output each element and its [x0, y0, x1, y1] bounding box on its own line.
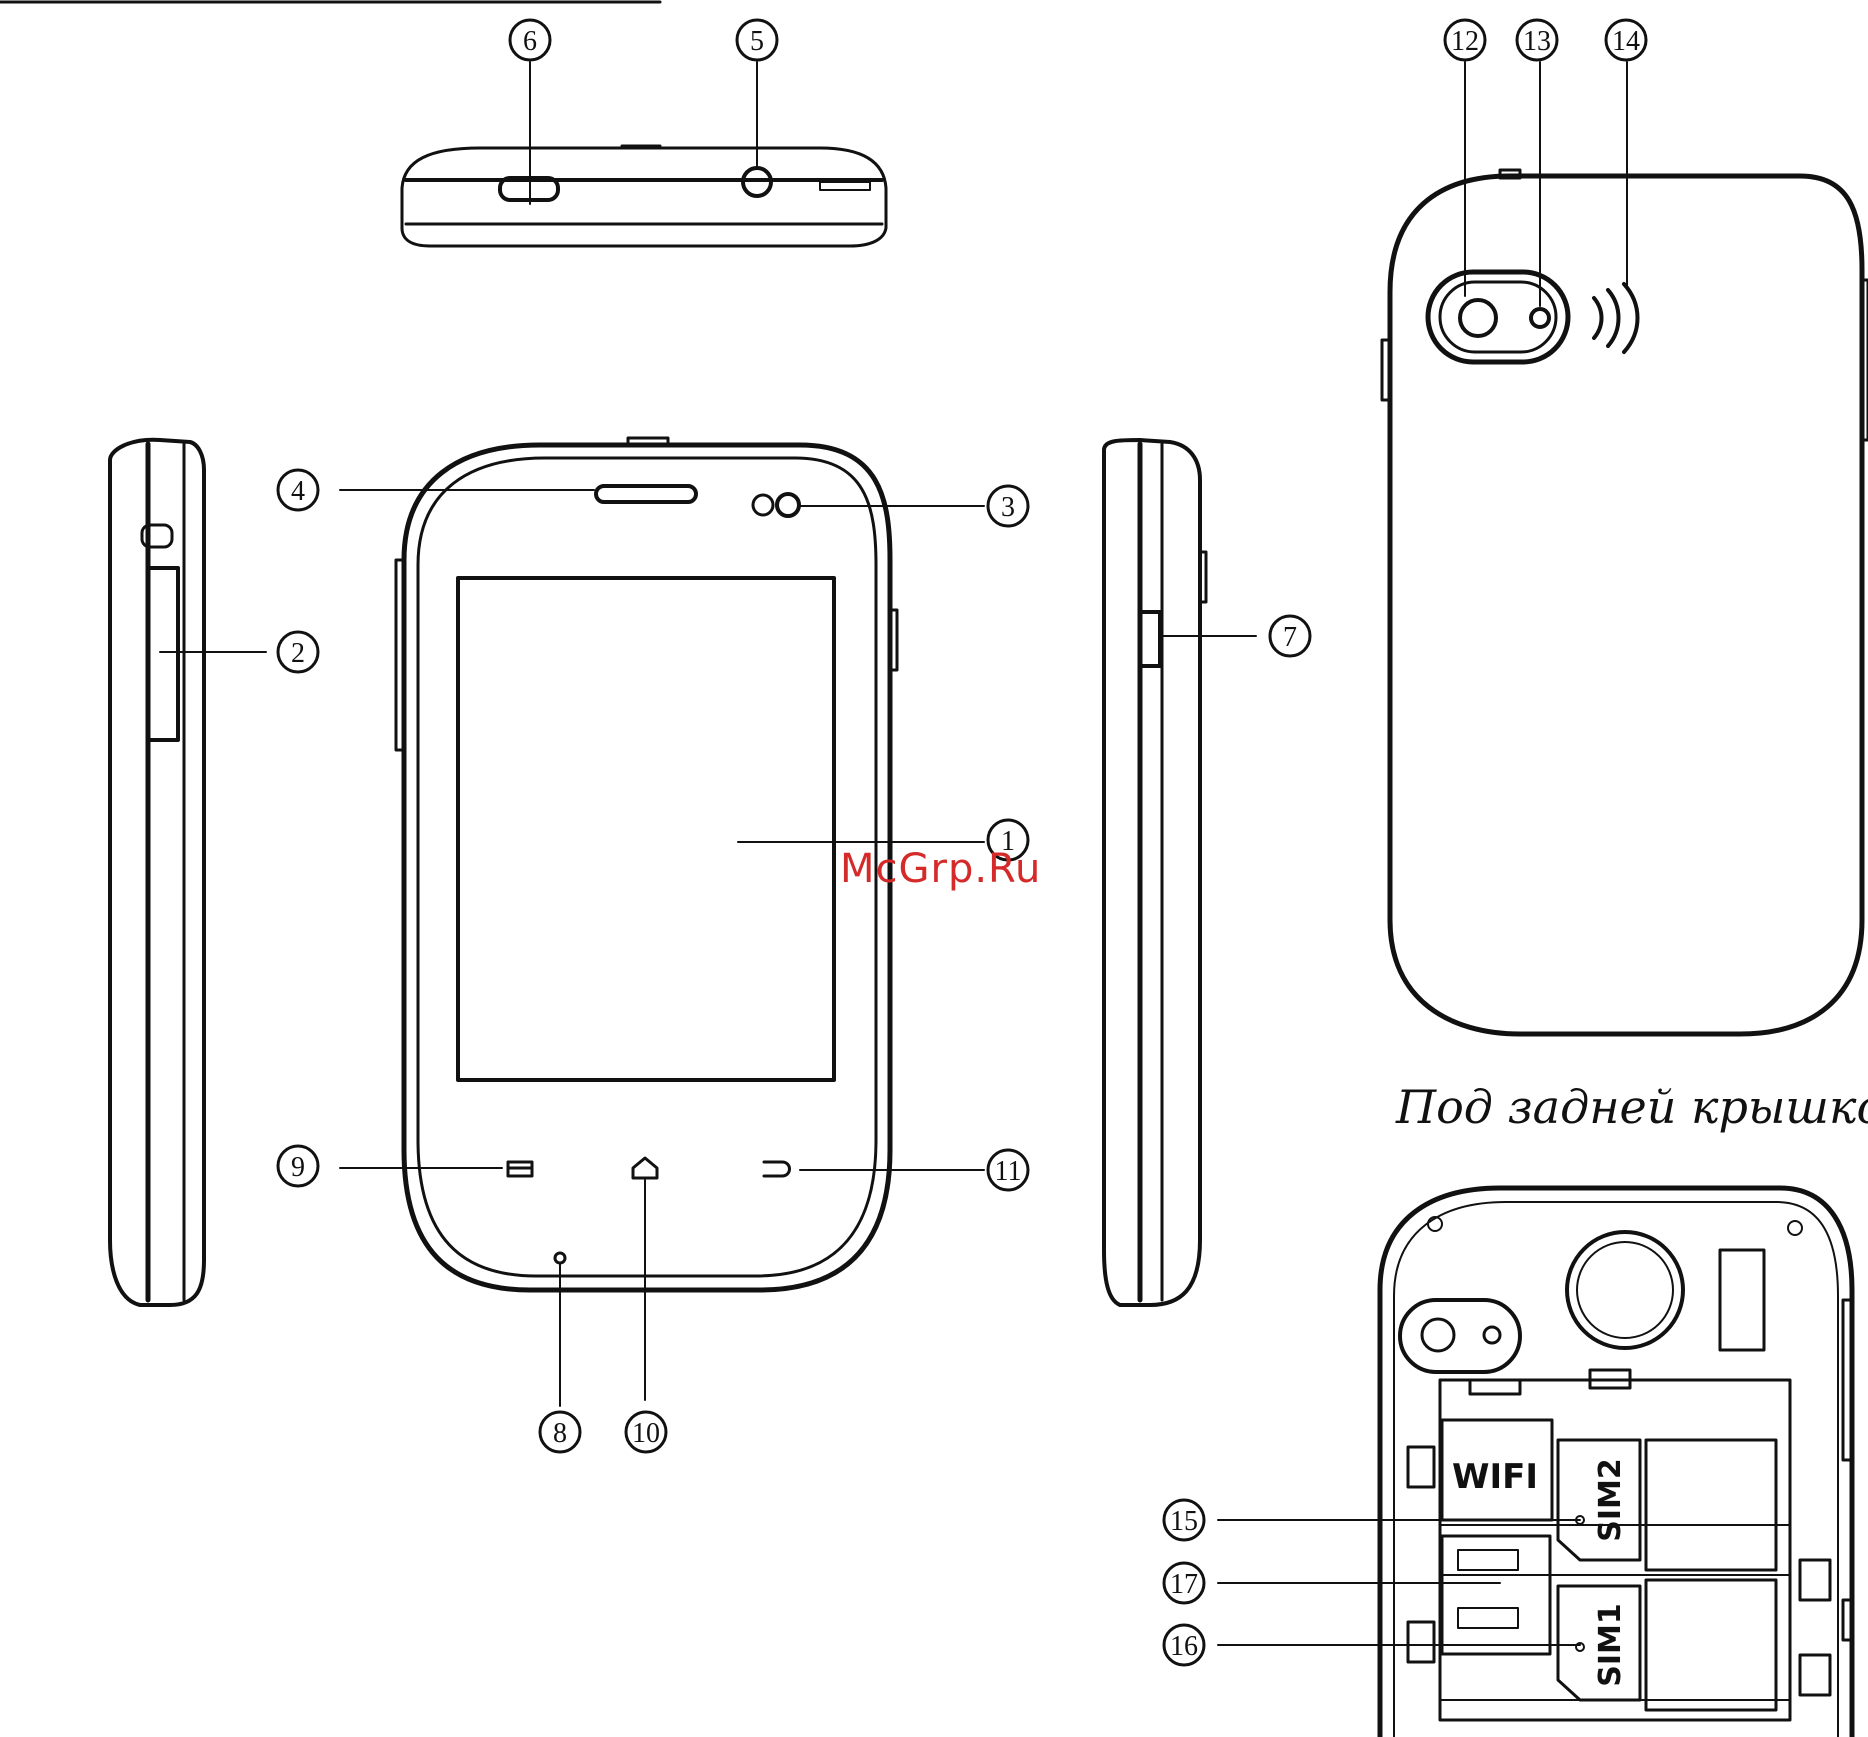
back-key-icon: [764, 1162, 790, 1176]
callout-6: 6: [510, 20, 550, 60]
callout-11: 11: [988, 1150, 1028, 1190]
svg-text:3: 3: [1001, 492, 1015, 523]
phone-front-view: [396, 438, 897, 1290]
phone-inside-view: WIFI SIM2 SIM1: [1380, 1188, 1853, 1737]
callout-16: 16: [1164, 1625, 1204, 1665]
rear-camera-icon: [1460, 300, 1496, 336]
svg-text:11: 11: [995, 1156, 1022, 1187]
sim1-label: SIM1: [1593, 1603, 1628, 1687]
svg-text:10: 10: [632, 1418, 660, 1449]
svg-text:7: 7: [1283, 622, 1297, 653]
svg-text:6: 6: [523, 26, 537, 57]
phone-right-side-view: [1104, 440, 1206, 1305]
svg-text:12: 12: [1451, 26, 1479, 57]
volume-key-icon: [148, 568, 178, 740]
callout-8: 8: [540, 1412, 580, 1452]
power-key-icon: [1140, 612, 1160, 666]
rear-speaker-icon: [1594, 284, 1638, 352]
phone-back-view: [1382, 170, 1868, 1034]
home-key-icon: [633, 1158, 657, 1178]
wifi-label: WIFI: [1452, 1457, 1538, 1497]
svg-text:8: 8: [553, 1418, 567, 1449]
under-back-cover-caption: Под задней крышкой: [1396, 1080, 1868, 1134]
sim2-slot: SIM2: [1558, 1440, 1776, 1570]
memory-card-slot: [1442, 1536, 1550, 1654]
callout-12: 12: [1445, 20, 1485, 60]
watermark: McGrp.Ru: [840, 846, 1041, 892]
callout-14: 14: [1606, 20, 1646, 60]
svg-text:4: 4: [291, 476, 305, 507]
sim1-slot: SIM1: [1558, 1580, 1776, 1710]
callout-7: 7: [1270, 616, 1310, 656]
callout-5: 5: [737, 20, 777, 60]
microphone-icon: [555, 1253, 565, 1263]
touchscreen-display: [458, 578, 834, 1080]
callout-17: 17: [1164, 1563, 1204, 1603]
menu-key-icon: [508, 1162, 532, 1176]
callout-15: 15: [1164, 1500, 1204, 1540]
wifi-module: WIFI: [1442, 1420, 1552, 1520]
svg-text:5: 5: [750, 26, 764, 57]
front-camera-icon: [777, 494, 799, 516]
phone-top-view: [402, 146, 886, 246]
callout-9: 9: [278, 1146, 318, 1186]
callout-13: 13: [1517, 20, 1557, 60]
svg-text:9: 9: [291, 1152, 305, 1183]
phone-left-side-view: [110, 440, 204, 1305]
svg-text:15: 15: [1170, 1506, 1198, 1537]
callout-2: 2: [278, 632, 318, 672]
callout-3: 3: [988, 486, 1028, 526]
svg-text:16: 16: [1170, 1631, 1198, 1662]
svg-text:13: 13: [1523, 26, 1551, 57]
svg-text:17: 17: [1170, 1569, 1198, 1600]
earpiece-speaker-icon: [596, 486, 696, 502]
svg-text:14: 14: [1612, 26, 1640, 57]
svg-text:2: 2: [291, 638, 305, 669]
callout-10: 10: [626, 1412, 666, 1452]
sim2-label: SIM2: [1593, 1458, 1628, 1542]
callout-4: 4: [278, 470, 318, 510]
flash-icon: [1531, 309, 1549, 327]
